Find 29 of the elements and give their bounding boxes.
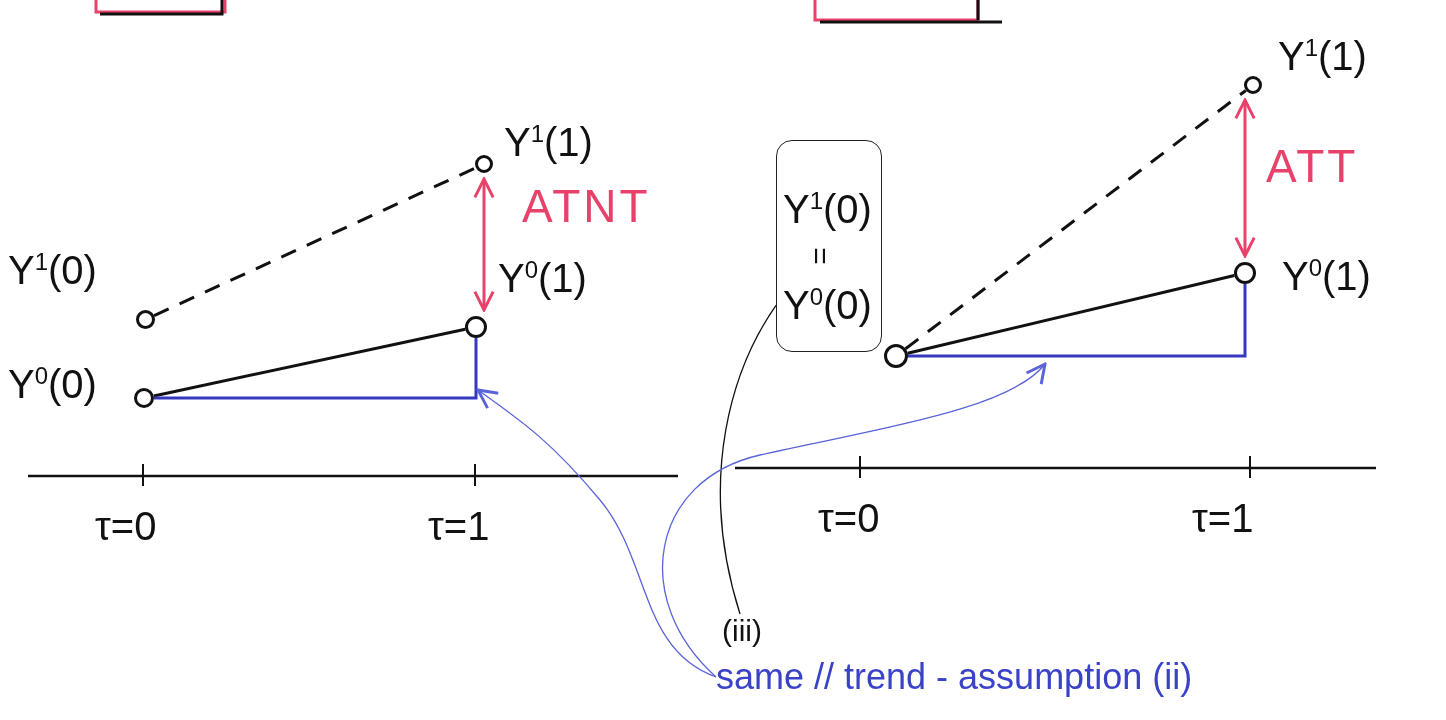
outcome-label: Y$^{1}$(1)	[504, 119, 593, 167]
outcome-label: Y$^{0}$(0)	[783, 282, 872, 330]
note-text: same // trend - assumption (ii)	[716, 656, 1193, 698]
leader-arrow	[661, 362, 1047, 678]
connector-line	[153, 166, 477, 317]
outcome-label: Y$^{0}$(1)	[498, 255, 587, 303]
double-arrow	[473, 177, 495, 312]
leader-arrow	[476, 388, 717, 678]
axis-tick-label: τ=1	[428, 503, 490, 550]
equals-sign: =	[804, 247, 835, 265]
outcome-label: Y$^{1}$(1)	[1278, 33, 1367, 81]
note-text: (iii)	[722, 614, 762, 648]
connector-line	[908, 284, 1247, 358]
axis-tick-label: τ=0	[95, 503, 157, 550]
double-arrow	[1234, 98, 1256, 258]
edge-label: ATT	[1266, 142, 1359, 190]
connector-line	[907, 274, 1235, 355]
outcome-label: Y$^{0}$(0)	[8, 361, 97, 409]
axis-tick-label: τ=1	[1192, 495, 1254, 542]
connector-line	[153, 327, 466, 398]
edge-label: ATNT	[522, 182, 651, 230]
outcome-label: Y$^{1}$(0)	[783, 186, 872, 234]
rounded-box	[776, 140, 882, 352]
connector-line	[154, 338, 478, 400]
connector-line	[904, 89, 1247, 350]
outcome-label: Y$^{1}$(0)	[8, 247, 97, 295]
leader-line	[719, 304, 777, 615]
axis-tick-label: τ=0	[818, 495, 880, 542]
outcome-label: Y$^{0}$(1)	[1282, 253, 1371, 301]
